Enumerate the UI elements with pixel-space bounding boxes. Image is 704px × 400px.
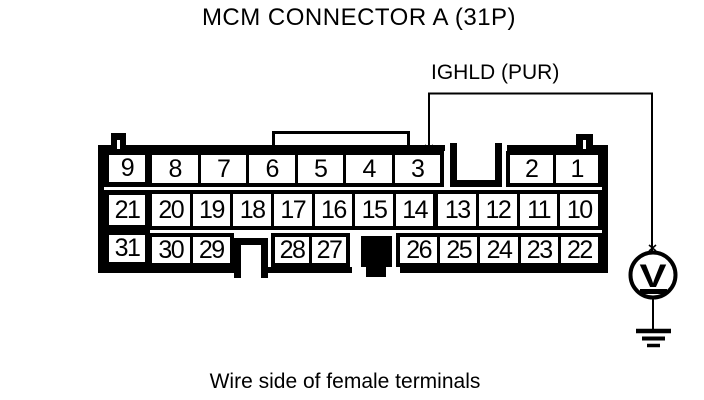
pin-label: 20 bbox=[158, 195, 184, 224]
pin-23-cell: 23 bbox=[517, 235, 558, 264]
pin-label: 14 bbox=[402, 195, 428, 224]
key-tab bbox=[366, 264, 386, 277]
pin-label: 12 bbox=[485, 195, 512, 224]
pin-11-cell: 11 bbox=[516, 194, 558, 226]
junction-marker-meter bbox=[648, 244, 657, 252]
pin-label: 1 bbox=[570, 154, 585, 183]
pin-label: 31 bbox=[114, 234, 141, 262]
pin-12-cell: 12 bbox=[476, 194, 517, 226]
pin-label: 10 bbox=[566, 195, 593, 224]
pin-block-20-10: 20 19 18 17 16 15 14 13 12 11 10 bbox=[148, 190, 602, 230]
pin-label: 9 bbox=[120, 154, 135, 182]
pin-4-cell: 4 bbox=[343, 155, 392, 183]
pin-label: 28 bbox=[279, 235, 306, 264]
voltmeter-letter: V bbox=[640, 258, 668, 294]
pin-15-cell: 15 bbox=[352, 194, 393, 226]
pin-label: 2 bbox=[525, 154, 539, 183]
pin-17-cell: 17 bbox=[270, 194, 312, 226]
blocked-cavity bbox=[361, 236, 392, 267]
pin-label: 5 bbox=[314, 154, 328, 183]
pin-6-cell: 6 bbox=[246, 155, 295, 183]
pin-block-8-3: 8 7 6 5 4 3 bbox=[148, 151, 444, 187]
pin-8-cell: 8 bbox=[152, 155, 198, 183]
pin-2-cell: 2 bbox=[510, 155, 553, 183]
pin-25-cell: 25 bbox=[437, 237, 477, 263]
ground-icon bbox=[636, 297, 671, 348]
pin-5-cell: 5 bbox=[294, 154, 344, 183]
pin-31-cell: 31 bbox=[104, 230, 150, 267]
caption-text: Wire side of female terminals bbox=[209, 370, 481, 393]
pin-label: 18 bbox=[239, 195, 266, 224]
pin-label: 8 bbox=[168, 154, 183, 183]
pin-label: 26 bbox=[406, 235, 432, 264]
wire-label: IGHLD (PUR) bbox=[431, 61, 560, 84]
pin-label: 4 bbox=[362, 154, 377, 183]
pin-label: 15 bbox=[361, 195, 388, 224]
pin-16-cell: 16 bbox=[311, 194, 353, 226]
pin-block-30-29: 30 29 bbox=[148, 233, 234, 267]
connector-tab-left-slit bbox=[117, 140, 120, 149]
pin-18-cell: 18 bbox=[230, 194, 271, 226]
pin-1-cell: 1 bbox=[552, 154, 599, 183]
pin-29-cell: 29 bbox=[189, 235, 231, 264]
pin-label: 16 bbox=[320, 195, 347, 224]
pin-14-cell: 14 bbox=[392, 194, 434, 226]
pin-10-cell: 10 bbox=[557, 194, 598, 226]
keyway-notch-bottom bbox=[234, 238, 268, 278]
pin-label: 23 bbox=[526, 235, 553, 264]
pin-label: 30 bbox=[158, 235, 184, 264]
pin-label: 25 bbox=[446, 235, 472, 264]
pin-label: 13 bbox=[444, 195, 471, 224]
pin-22-cell: 22 bbox=[557, 235, 598, 264]
pin-block-2-1: 2 1 bbox=[506, 151, 602, 187]
pin-26-cell: 26 bbox=[400, 237, 437, 263]
pin-3-cell: 3 bbox=[391, 154, 441, 183]
diagram-title: MCM CONNECTOR A (31P) bbox=[201, 4, 517, 31]
pin-label: 7 bbox=[217, 154, 231, 183]
keyway-notch-top bbox=[450, 143, 502, 187]
pin-label: 24 bbox=[486, 235, 513, 264]
pin-13-cell: 13 bbox=[433, 194, 476, 226]
pin-7-cell: 7 bbox=[197, 154, 247, 183]
voltmeter-icon: V bbox=[628, 250, 678, 300]
pin-label: 19 bbox=[199, 195, 225, 224]
pin-label: 6 bbox=[265, 154, 280, 183]
pin-9-cell: 9 bbox=[104, 150, 150, 187]
pin-label: 21 bbox=[114, 195, 141, 224]
pin-block-26-22: 26 25 24 23 22 bbox=[396, 233, 602, 267]
pin-27-cell: 27 bbox=[309, 237, 346, 263]
pin-19-cell: 19 bbox=[189, 194, 231, 226]
pin-24-cell: 24 bbox=[477, 237, 517, 263]
pin-28-cell: 28 bbox=[275, 237, 309, 263]
pin-30-cell: 30 bbox=[152, 237, 190, 263]
pin-label: 29 bbox=[198, 235, 225, 264]
pin-label: 11 bbox=[527, 195, 551, 224]
pin-block-28-27: 28 27 bbox=[271, 233, 350, 267]
pin-label: 17 bbox=[280, 195, 306, 224]
pin-label: 3 bbox=[411, 154, 425, 183]
connector-tab-right-slit bbox=[583, 140, 586, 149]
pin-20-cell: 20 bbox=[152, 194, 190, 226]
pin-21-cell: 21 bbox=[104, 190, 150, 230]
pin-label: 27 bbox=[316, 235, 343, 264]
pin-label: 22 bbox=[567, 235, 593, 264]
